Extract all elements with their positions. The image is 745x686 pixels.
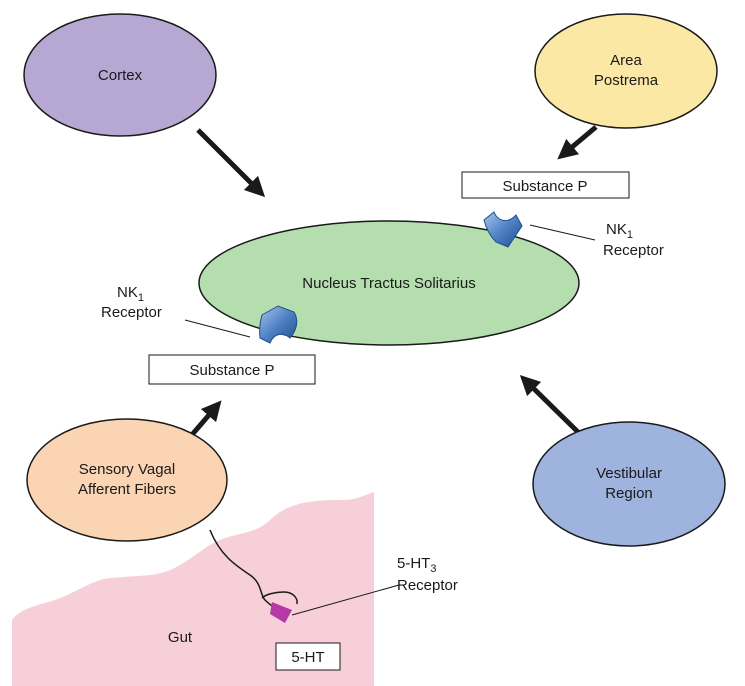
area-postrema-label-line1: Area xyxy=(610,52,642,69)
nk1-receptor-right-label-line2: Receptor xyxy=(603,242,664,259)
nk1-receptor-right-label: NK1 xyxy=(606,221,633,241)
vestibular-node[interactable] xyxy=(532,421,726,547)
substance-p-box-bottom xyxy=(148,354,316,385)
vestibular-label-line2: Region xyxy=(605,485,653,502)
ht3-receptor-label: 5-HT3 xyxy=(397,555,436,575)
cortex-node[interactable] xyxy=(23,13,217,137)
area-postrema-node[interactable] xyxy=(534,13,718,129)
nts-label: Nucleus Tractus Solitarius xyxy=(302,275,475,292)
vestibular-label-line1: Vestibular xyxy=(596,465,662,482)
sensory-vagal-node[interactable] xyxy=(26,418,228,542)
nk1-receptor-right-icon xyxy=(483,211,523,248)
five-ht-label: 5-HT xyxy=(291,649,324,666)
five-ht-box xyxy=(275,642,341,671)
arrow-vestibular-to-nts xyxy=(519,374,582,436)
sensory-vagal-label-line1: Sensory Vagal xyxy=(79,461,175,478)
substance-p-label-top: Substance P xyxy=(502,178,587,195)
nk1-receptor-left-label: NK1 xyxy=(117,284,144,304)
nk1-receptor-left-icon xyxy=(259,305,298,344)
sensory-vagal-label-line2: Afferent Fibers xyxy=(78,481,176,498)
nk1-left-pointer-line xyxy=(184,319,251,338)
arrow-area-postrema-to-nts xyxy=(557,125,598,160)
substance-p-box-top xyxy=(461,171,630,199)
substance-p-label-bottom: Substance P xyxy=(189,362,274,379)
ht3-pointer-line xyxy=(291,584,400,616)
gut-label: Gut xyxy=(168,629,193,646)
gut-region xyxy=(12,492,374,686)
ht3-receptor-label-line2: Receptor xyxy=(397,577,458,594)
cortex-label: Cortex xyxy=(98,67,143,84)
arrow-cortex-to-nts xyxy=(196,128,266,198)
nk1-receptor-left-label-line2: Receptor xyxy=(101,304,162,321)
ht3-receptor-icon xyxy=(270,602,292,623)
nk1-right-pointer-line xyxy=(529,224,596,241)
area-postrema-label-line2: Postrema xyxy=(594,72,659,89)
nerve-branch xyxy=(261,591,298,605)
